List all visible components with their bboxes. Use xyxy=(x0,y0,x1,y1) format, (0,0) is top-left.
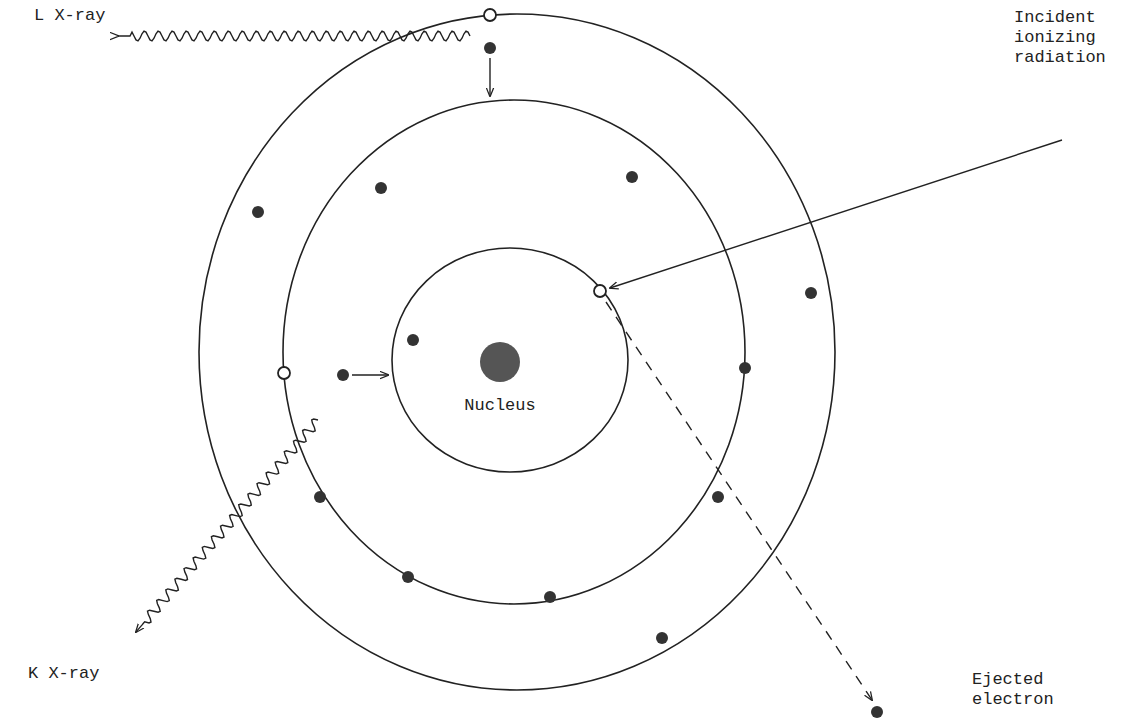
incident-ray xyxy=(610,140,1062,288)
electron xyxy=(314,491,326,503)
electron xyxy=(337,369,349,381)
electron xyxy=(544,591,556,603)
vacancy xyxy=(278,367,290,379)
vacancy xyxy=(484,9,496,21)
electrons xyxy=(252,42,817,644)
electron-label: Ejected electron xyxy=(972,670,1068,710)
nucleus xyxy=(480,342,520,382)
middle-shell xyxy=(283,100,745,604)
outer-shell xyxy=(199,14,835,690)
electron xyxy=(252,206,264,218)
radiation-label: Incident ionizing radiation xyxy=(1014,8,1114,68)
electron xyxy=(402,571,414,583)
electron xyxy=(739,362,751,374)
l-transition-arrow xyxy=(489,58,490,96)
ejected-electron xyxy=(871,706,883,718)
nucleus-label: Nucleus xyxy=(464,396,535,416)
electron xyxy=(805,287,817,299)
k-xray-wave xyxy=(136,419,318,632)
l-xray-wave xyxy=(118,31,470,41)
xray-label: K X-ray xyxy=(28,664,99,684)
electron xyxy=(407,334,419,346)
ejection-path xyxy=(606,302,872,700)
inner-shell xyxy=(392,248,628,472)
electron xyxy=(375,182,387,194)
electron xyxy=(484,42,496,54)
electron xyxy=(712,491,724,503)
electron xyxy=(626,171,638,183)
electron xyxy=(656,632,668,644)
k-transition-arrow xyxy=(352,374,388,375)
xray-label: L X-ray xyxy=(34,6,105,26)
vacancy xyxy=(594,285,606,297)
